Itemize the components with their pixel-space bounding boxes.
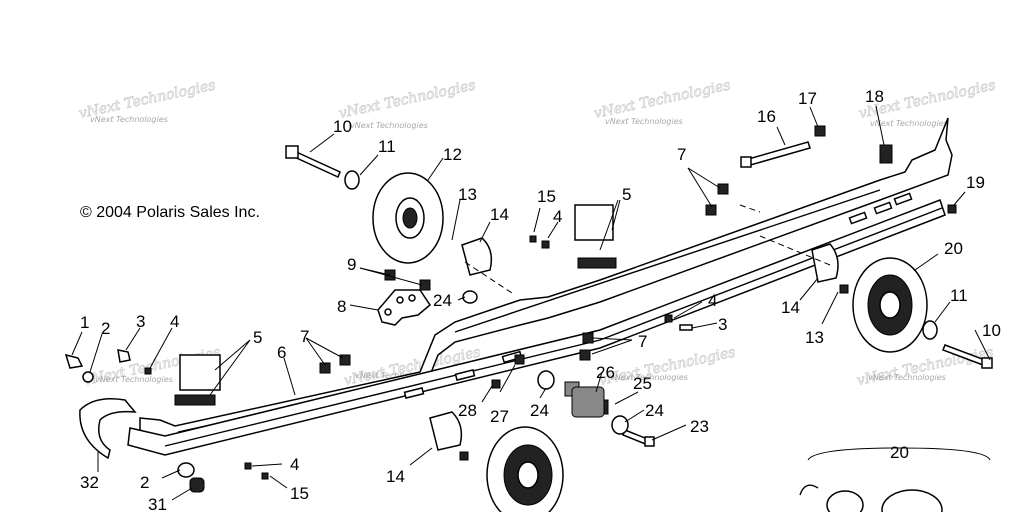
callout-7: 7 <box>638 332 647 351</box>
callout-12: 12 <box>443 145 462 164</box>
small-hardware <box>64 125 957 493</box>
callout-13: 13 <box>805 328 824 347</box>
callout-14: 14 <box>490 205 509 224</box>
callout-19: 19 <box>966 173 985 192</box>
bolt-23 <box>622 429 655 447</box>
bushing-14-upper <box>461 237 493 276</box>
copyright-text: © 2004 Polaris Sales Inc. <box>80 204 260 221</box>
watermark-text: vNext Technologies <box>868 373 946 382</box>
callout-3: 3 <box>718 315 727 334</box>
callout-3: 3 <box>136 312 145 331</box>
leader-lines <box>71 105 991 501</box>
callout-4: 4 <box>290 455 299 474</box>
rail-upper <box>139 117 953 447</box>
callout-13: 13 <box>458 185 477 204</box>
callout-11: 11 <box>378 137 396 156</box>
callout-27: 27 <box>490 407 509 426</box>
callout-9: 9 <box>347 255 356 274</box>
watermark-text: vNext Technologies <box>610 373 688 382</box>
callout-8: 8 <box>337 297 346 316</box>
callout-25: 25 <box>633 374 652 393</box>
wheel-20-assembly <box>799 447 991 512</box>
callout-20: 20 <box>944 239 963 258</box>
callout-2: 2 <box>101 319 110 338</box>
watermark-text: vNext Technologies <box>350 121 428 130</box>
callout-17: 17 <box>798 89 817 108</box>
callout-7: 7 <box>677 145 686 164</box>
callout-24: 24 <box>530 401 549 420</box>
wheel-lower <box>486 426 564 512</box>
callout-4: 4 <box>170 312 179 331</box>
callout-14: 14 <box>781 298 800 317</box>
callout-10: 10 <box>982 321 1001 340</box>
callout-4: 4 <box>708 291 717 310</box>
callout-10: 10 <box>333 117 352 136</box>
callout-11: 11 <box>950 286 968 305</box>
callout-32: 32 <box>80 473 99 492</box>
callout-23: 23 <box>690 417 709 436</box>
wheel-12 <box>372 172 444 264</box>
slide-block-5-upper <box>574 204 617 269</box>
callout-31: 31 <box>148 495 167 512</box>
bolt-10-rear <box>942 344 993 369</box>
wheel-20-rear <box>852 257 928 353</box>
callout-15: 15 <box>537 187 556 206</box>
bracket-8 <box>377 289 431 326</box>
slide-block-5-front <box>174 354 221 406</box>
watermark-shadow: vNext Technologies <box>593 77 732 122</box>
watermark-text: vNext Technologies <box>605 117 683 126</box>
callout-1: 1 <box>80 313 89 332</box>
callout-24: 24 <box>645 401 664 420</box>
front-curve-32 <box>79 398 137 460</box>
callout-6: 6 <box>277 343 286 362</box>
watermark-shadow: vNext Technologies <box>598 344 737 389</box>
callout-7: 7 <box>300 327 309 346</box>
watermark-text: vNext Technologies <box>95 375 173 384</box>
callout-26: 26 <box>596 363 615 382</box>
callouts: 10 11 12 13 14 15 4 5 7 16 17 18 19 20 1… <box>80 87 1001 512</box>
callout-20: 20 <box>890 443 909 462</box>
bolt-16 <box>740 141 811 168</box>
watermark-shadow: vNext Technologies <box>338 77 477 122</box>
watermark-text: vNext Technologies <box>90 115 168 124</box>
callout-14: 14 <box>386 467 405 486</box>
watermark-text: vNext Technologies <box>870 119 948 128</box>
callout-24: 24 <box>433 291 452 310</box>
callout-15: 15 <box>290 484 309 503</box>
callout-16: 16 <box>757 107 776 126</box>
callout-4: 4 <box>553 207 562 226</box>
bushing-14-lower <box>429 411 463 451</box>
callout-5: 5 <box>622 185 631 204</box>
bolt-10-upper <box>285 145 341 179</box>
watermark-shadow: vNext Technologies <box>856 344 995 389</box>
callout-18: 18 <box>865 87 884 106</box>
callout-28: 28 <box>458 401 477 420</box>
callout-5: 5 <box>253 328 262 347</box>
watermark-text: vNext Technologies <box>355 371 433 380</box>
callout-2: 2 <box>140 473 149 492</box>
